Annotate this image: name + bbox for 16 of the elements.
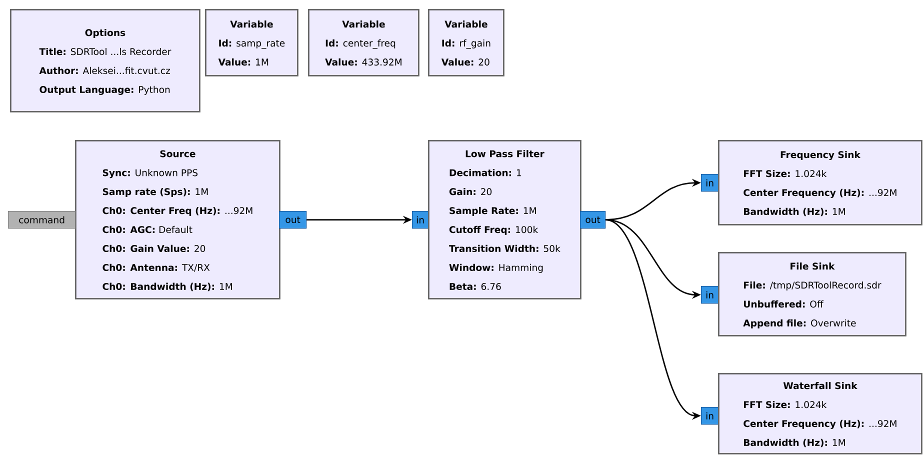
port-tab: out (580, 211, 606, 229)
port-tab: in (412, 211, 429, 229)
block-box: Source Sync: Unknown PPS Samp rate (Sps): 1M Ch0: Center Freq (Hz): ...92M Ch0: AGC: Default Ch0: Gain Value: 20 Ch0: Antenna: TX/RX Ch0: Bandwidth (Hz): 1M (75, 140, 280, 300)
port-tab: in (701, 407, 719, 425)
port-tab: in (701, 174, 719, 192)
block-box: Variable Id: center_freq Value: 433.92M (308, 9, 420, 76)
block-box: Waterfall Sink FFT Size: 1.024k Center Frequency (Hz): ...92M Bandwidth (Hz): 1M (718, 373, 922, 454)
block-box: Variable Id: rf_gain Value: 20 (428, 9, 504, 76)
port-tab: command (8, 211, 76, 229)
block-box: Low Pass Filter Decimation: 1 Gain: 20 Sample Rate: 1M Cutoff Freq: 100k Transition Width: 50k Window: Hamming Beta: 6.76 (428, 140, 582, 300)
port-tab: out (279, 211, 307, 229)
block-box: Variable Id: samp_rate Value: 1M (205, 9, 298, 76)
block-box: File Sink File: /tmp/SDRToolRecord.sdr Unbuffered: Off Append file: Overwrite (718, 252, 906, 336)
block-box: Options Title: SDRTool ...ls Recorder Author: Aleksei...fit.cvut.cz Output Language: Python (10, 9, 200, 112)
port-tab: in (701, 286, 719, 304)
block-box: Frequency Sink FFT Size: 1.024k Center Frequency (Hz): ...92M Bandwidth (Hz): 1M (718, 140, 922, 226)
